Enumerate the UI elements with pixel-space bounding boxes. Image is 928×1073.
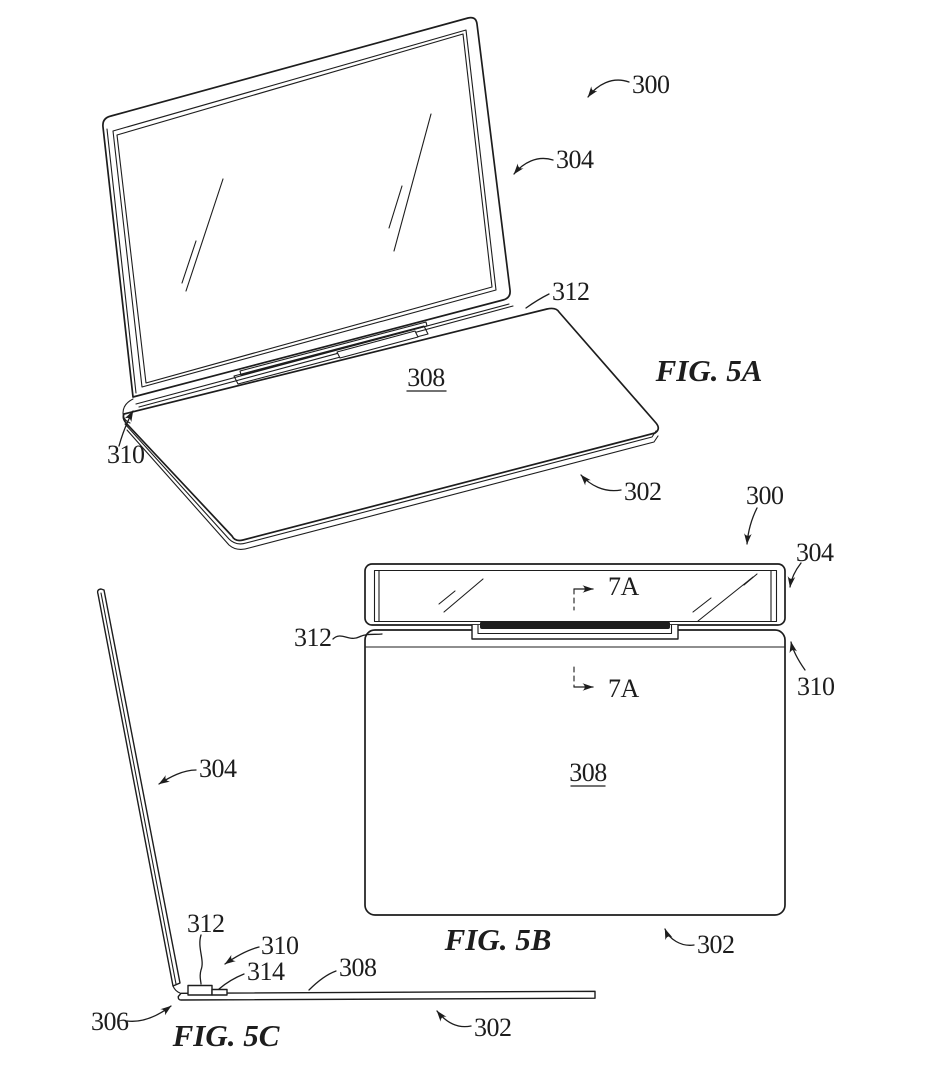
- fig5b-leader-300: [744, 507, 758, 545]
- fig5c-ref-312: 312: [187, 909, 225, 938]
- fig5a-caption: FIG. 5A: [655, 353, 763, 388]
- fig5b-reflection-right-short: [692, 597, 712, 613]
- fig5a-base-side-edge-2: [126, 429, 659, 551]
- fig5b-hinge-bar: [480, 621, 670, 629]
- fig5c-lid-foot-curve: [172, 985, 181, 994]
- fig-5a-view: 300 304 312 308 310 302 FIG. 5A: [102, 16, 763, 551]
- fig5c-ref-306: 306: [91, 1007, 129, 1036]
- fig5b-ref-300: 300: [746, 481, 784, 510]
- fig-5c-view: 304 312 310 314 308 306 302 FIG. 5C: [91, 588, 596, 1053]
- fig5a-leader-300: [587, 79, 630, 98]
- fig5a-ref-308: 308: [407, 363, 445, 392]
- fig5b-ref-308: 308: [569, 758, 607, 787]
- fig5c-leader-310: [224, 946, 260, 965]
- fig5c-leader-314: [218, 973, 245, 990]
- fig5a-lid-side-line: [106, 128, 137, 394]
- fig5c-base-outline: [177, 990, 596, 1001]
- fig-5b-view: 7A 7A 312 300 304 310 308 302 FIG. 5B: [294, 481, 836, 959]
- fig5a-screen-reflection-left-long: [185, 178, 224, 292]
- fig5c-caption: FIG. 5C: [172, 1018, 280, 1053]
- fig5a-leader-310: [118, 410, 134, 447]
- fig5a-lid-outline: [102, 16, 511, 398]
- fig5c-ref-310: 310: [261, 931, 299, 960]
- fig5c-ref-304: 304: [199, 754, 237, 783]
- fig5b-display-outline: [364, 563, 786, 626]
- fig5b-ref-302: 302: [697, 930, 735, 959]
- fig5a-screen-bezel-outer: [112, 29, 497, 388]
- fig5a-screen-reflection-left-short: [181, 240, 197, 284]
- fig5c-leader-304: [158, 769, 197, 785]
- fig5b-reflection-left-long: [443, 578, 484, 613]
- fig5c-leader-312: [199, 934, 203, 985]
- fig5b-reflection-right-tiny: [743, 573, 758, 586]
- fig5b-ref-312: 312: [294, 623, 332, 652]
- fig5b-ref-310: 310: [797, 672, 835, 701]
- fig5a-leader-302: [580, 474, 622, 492]
- fig5c-ref-302: 302: [474, 1013, 512, 1042]
- fig5b-reflection-right-long: [697, 576, 754, 622]
- fig5b-ref-304: 304: [796, 538, 834, 567]
- fig5c-leader-308: [308, 970, 337, 991]
- fig5a-vent-inner-slot: [336, 330, 419, 359]
- fig5a-ref-300: 300: [632, 70, 670, 99]
- fig5b-section-label-bottom: 7A: [608, 674, 640, 703]
- fig5b-leader-312: [332, 633, 383, 640]
- fig5a-vent-grille: [233, 325, 429, 385]
- fig5b-hinge-bracket: [471, 624, 679, 640]
- fig5a-ref-304: 304: [556, 145, 594, 174]
- fig5c-ref-308: 308: [339, 953, 377, 982]
- fig5a-screen-reflection-right-long: [393, 113, 432, 252]
- fig5a-screen-reflection-right-short: [388, 185, 403, 229]
- fig5a-ref-312: 312: [552, 277, 590, 306]
- fig5a-ref-310: 310: [107, 440, 145, 469]
- fig5a-screen-bezel-inner: [116, 33, 493, 384]
- fig5a-base-side-edge-1: [124, 423, 657, 545]
- fig5b-leader-310: [789, 641, 806, 671]
- fig5b-hinge-bracket-inner: [477, 624, 673, 635]
- fig5b-section-label-top: 7A: [608, 572, 640, 601]
- fig5b-leader-304: [787, 562, 802, 588]
- fig5b-caption: FIG. 5B: [444, 922, 552, 957]
- fig5c-lid-inner-line: [100, 592, 177, 985]
- fig5c-ref-314: 314: [247, 957, 285, 986]
- fig5a-leader-312: [525, 293, 550, 309]
- fig5c-support-step: [211, 988, 228, 996]
- fig5b-reflection-left-short: [438, 590, 456, 605]
- fig5a-ref-302: 302: [624, 477, 662, 506]
- fig5a-leader-304: [513, 157, 554, 175]
- fig5b-leader-302: [664, 928, 695, 946]
- fig5a-vent-slot-outline: [239, 321, 428, 376]
- fig5a-chin-line-2: [138, 305, 514, 408]
- fig5c-leader-302: [436, 1010, 472, 1028]
- fig5c-hinge-cover-block: [187, 984, 213, 996]
- fig5c-leader-306: [126, 1005, 172, 1022]
